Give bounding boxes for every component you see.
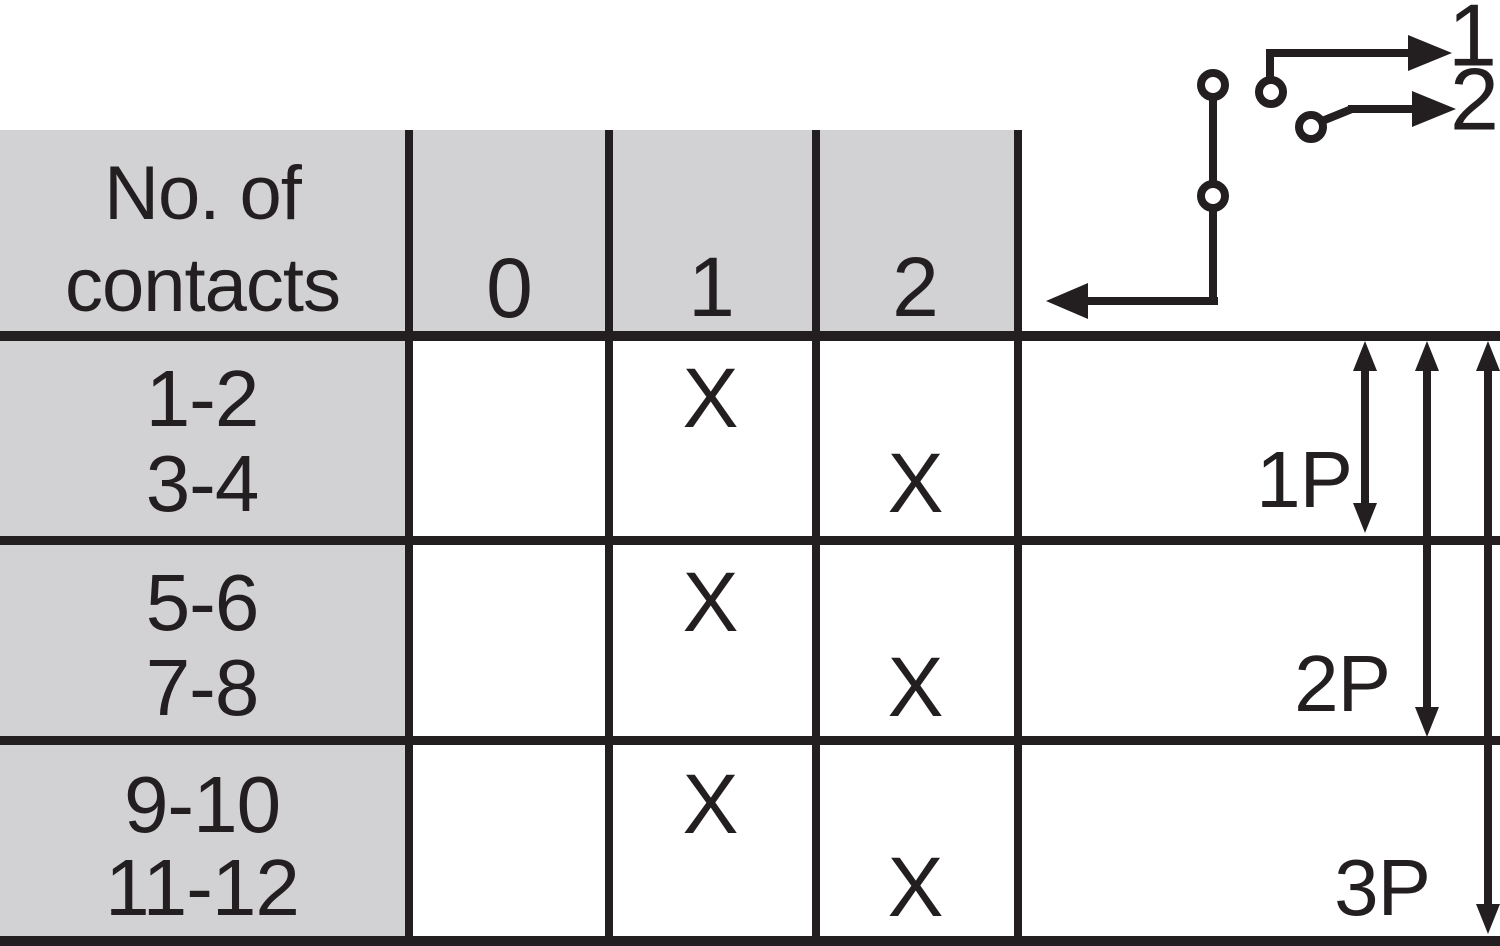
arrow-shaft [1423,366,1431,712]
column-divider-1-2 [812,130,820,946]
contact-closed-mark: X [887,840,943,935]
header-position-1: 1 [688,240,735,335]
contacts-column-shading [0,130,409,940]
contact-pair-label: 9-10 [123,759,281,849]
column-divider-contacts [405,130,413,946]
terminal-2-arrow-icon [1412,91,1456,127]
contact-node-icon [1295,111,1327,143]
header-position-2: 2 [892,240,939,335]
contact-node-icon [1255,76,1287,108]
contact-closed-mark: X [887,436,943,531]
contact-closed-mark: X [887,640,943,735]
header-position-0: 0 [486,241,533,336]
pole-label-2p: 2P [1294,638,1391,728]
contact-closed-mark: X [682,757,738,852]
terminal-1-lead [1266,50,1274,80]
row-divider-1 [0,536,1500,545]
column-divider-0-1 [605,130,613,946]
terminal-2-lead [1348,105,1414,113]
pole-label-1p: 1P [1256,434,1353,524]
contact-closed-mark: X [682,555,738,650]
terminal-1-label: 1 [1448,0,1497,85]
arrow-down-icon [1476,904,1500,934]
contact-pair-label: 7-8 [145,642,260,732]
contact-pair-label: 11-12 [105,842,300,932]
contact-closed-mark: X [682,351,738,446]
contact-pair-label: 1-2 [145,353,260,443]
header-bottom-border [0,331,1500,341]
terminal-1-lead [1266,49,1412,57]
contact-pair-label: 3-4 [145,438,260,528]
table-bottom-border [0,936,1500,946]
terminal-1-arrow-icon [1408,35,1452,71]
arrow-down-icon [1415,707,1439,737]
contact-node-icon [1197,180,1229,212]
row-divider-2 [0,736,1500,745]
table-right-border [1014,130,1022,946]
header-no-of-contacts: No. of contacts [64,151,341,328]
contact-node-icon [1197,69,1229,101]
terminal-2-label: 2 [1450,49,1499,149]
arrow-down-icon [1353,503,1377,533]
contact-pair-label: 5-6 [145,557,260,647]
common-terminal-lead [1080,297,1218,305]
arrow-shaft [1361,366,1369,508]
pole-label-3p: 3P [1334,842,1431,932]
arrow-shaft [1484,366,1492,909]
